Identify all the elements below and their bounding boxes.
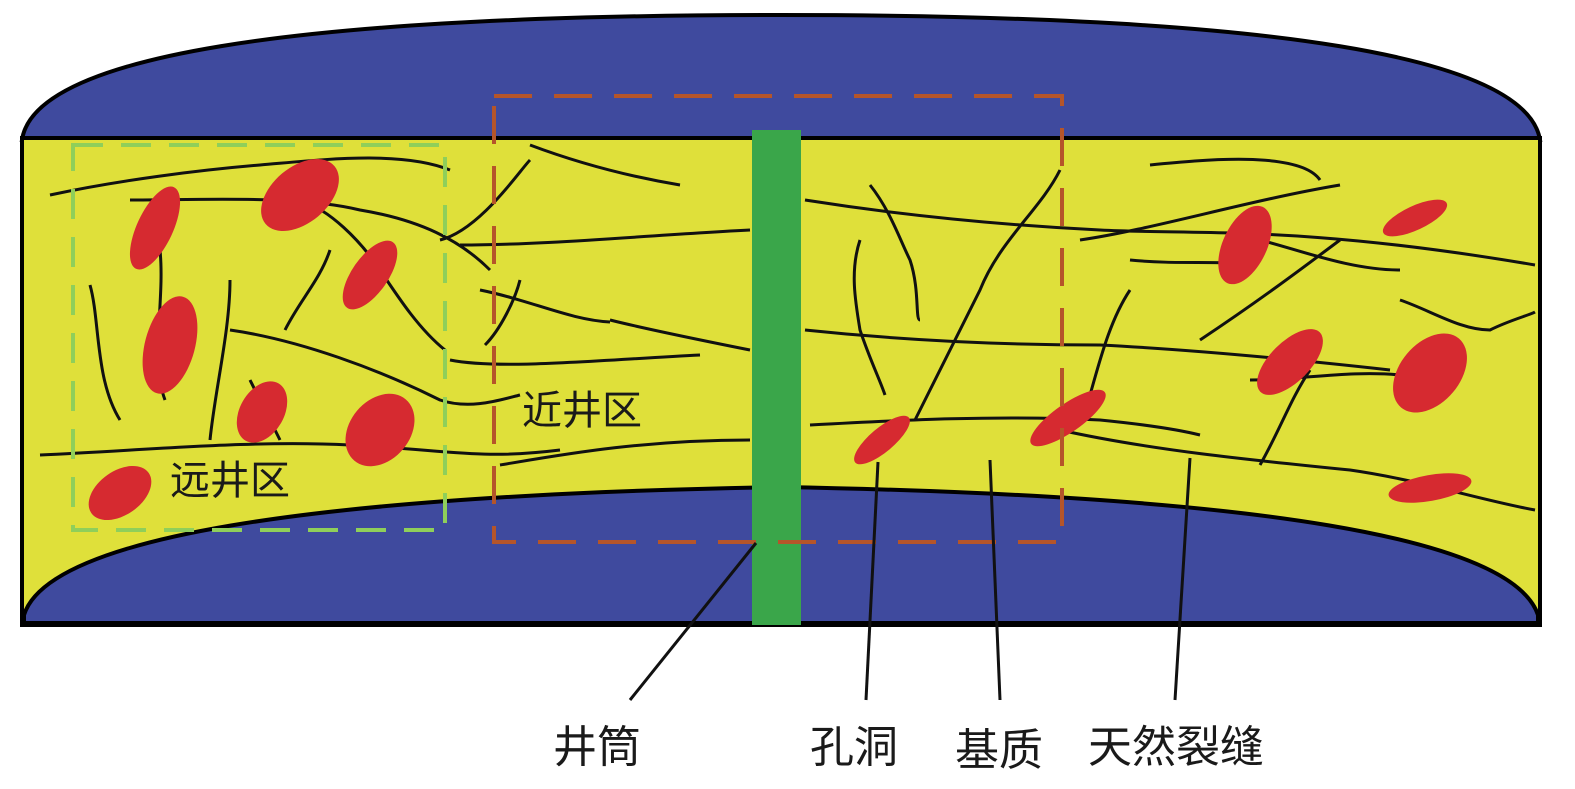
vug-label: 孔洞 (810, 722, 898, 773)
far-well-label: 远井区 (170, 458, 290, 504)
wellbore-label: 井筒 (553, 722, 641, 773)
natural-fracture-label: 天然裂缝 (1088, 722, 1264, 773)
top-cap (19, 12, 1543, 142)
matrix-label: 基质 (955, 725, 1043, 776)
vugs (88, 158, 1472, 520)
natural-fractures (39, 143, 1536, 512)
wellbore (752, 130, 801, 625)
far-well-zone-box (71, 143, 447, 532)
leader-lines (628, 457, 1192, 701)
near-well-label: 近井区 (522, 388, 642, 434)
near-well-zone-box (492, 94, 1064, 544)
